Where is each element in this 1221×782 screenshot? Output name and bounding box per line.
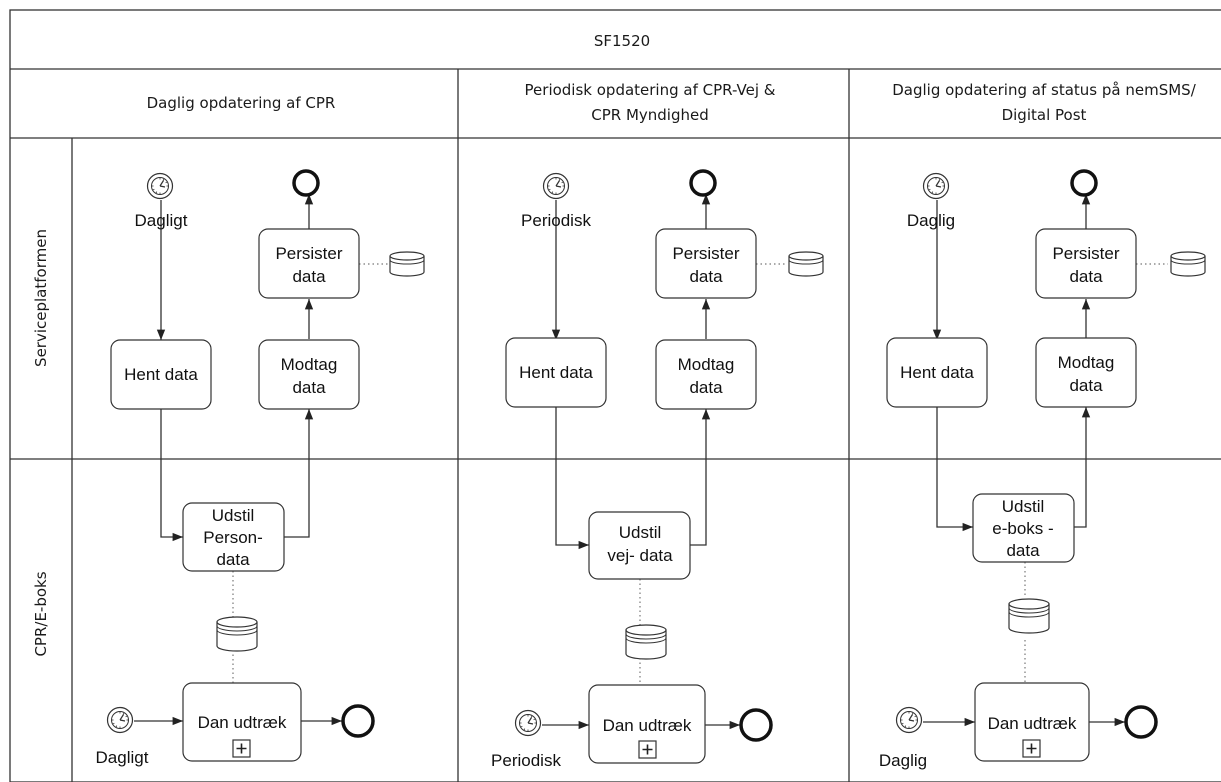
- task-udstil-vej-data: [588, 511, 691, 580]
- end-event-top-icon: [1070, 169, 1098, 197]
- task-udstil-eboks-data: [972, 493, 1075, 563]
- subprocess-label: Dan udtræk: [603, 716, 692, 735]
- subprocess-expand-icon: [1022, 739, 1041, 758]
- task-udstil-person-data: [182, 502, 285, 572]
- subprocess-dan-udtraek: [588, 684, 706, 764]
- task-modtag-line1: Modtag: [281, 355, 338, 374]
- subprocess-label: Dan udtræk: [988, 714, 1077, 733]
- datastore-small-icon: [1170, 251, 1206, 277]
- task-udstil-line2: Person-: [203, 528, 263, 547]
- task-udstil-line3: data: [216, 550, 250, 569]
- task-persister-line1: Persister: [672, 244, 739, 263]
- task-modtag-data: [655, 339, 757, 410]
- end-event-top-icon: [689, 169, 717, 197]
- subprocess-dan-udtraek: [182, 682, 302, 762]
- pool-title: SF1520: [594, 32, 650, 50]
- column-header-nemsms-line2: Digital Post: [1002, 106, 1087, 124]
- task-hent-data: [886, 337, 988, 408]
- column-cpr-vej: Periodisk Persister data Hent data Modta…: [491, 169, 824, 770]
- datastore-icon: [216, 616, 258, 652]
- datastore-icon: [1008, 598, 1050, 634]
- lane-label-cpr-eboks: CPR/E-boks: [32, 571, 50, 656]
- subprocess-expand-icon: [232, 739, 251, 758]
- end-event-bottom-icon: [739, 708, 773, 742]
- lane-label-serviceplatformen: Serviceplatformen: [32, 229, 50, 367]
- task-modtag-line2: data: [1069, 376, 1103, 395]
- task-modtag-data: [258, 339, 360, 410]
- task-hent-data: [110, 339, 212, 410]
- timer-start-top-icon: [146, 172, 174, 200]
- task-udstil-line1: Udstil: [1002, 497, 1045, 516]
- timer-top-label: Dagligt: [135, 211, 188, 230]
- timer-start-bottom-icon: [895, 706, 923, 734]
- task-hent-line1: Hent data: [519, 363, 593, 382]
- task-persister-data: [258, 228, 360, 299]
- timer-top-label: Periodisk: [521, 211, 591, 230]
- task-udstil-line1: Udstil: [212, 506, 255, 525]
- column-header-nemsms-line1: Daglig opdatering af status på nemSMS/: [892, 81, 1196, 99]
- datastore-small-icon: [788, 251, 824, 277]
- column-header-cpr: Daglig opdatering af CPR: [147, 94, 336, 112]
- timer-top-label: Daglig: [907, 211, 955, 230]
- datastore-icon: [625, 624, 667, 660]
- task-persister-line2: data: [689, 267, 723, 286]
- task-udstil-line2: e-boks -: [992, 519, 1053, 538]
- timer-start-bottom-icon: [106, 706, 134, 734]
- task-udstil-line3: data: [1006, 541, 1040, 560]
- pool-frame: [9, 9, 1221, 782]
- task-modtag-line1: Modtag: [1058, 353, 1115, 372]
- end-event-bottom-icon: [1124, 705, 1158, 739]
- task-modtag-line2: data: [689, 378, 723, 397]
- task-persister-line1: Persister: [1052, 244, 1119, 263]
- task-persister-data: [1035, 228, 1137, 299]
- timer-bottom-label: Periodisk: [491, 751, 561, 770]
- subprocess-label: Dan udtræk: [198, 713, 287, 732]
- timer-start-top-icon: [922, 172, 950, 200]
- task-persister-line1: Persister: [275, 244, 342, 263]
- timer-bottom-label: Daglig: [879, 751, 927, 770]
- timer-bottom-label: Dagligt: [96, 748, 149, 767]
- task-udstil-line2: vej- data: [607, 546, 673, 565]
- end-event-bottom-icon: [341, 704, 375, 738]
- column-header-cpr-vej-line2: CPR Myndighed: [591, 106, 709, 124]
- task-persister-line2: data: [1069, 267, 1103, 286]
- task-hent-data: [505, 337, 607, 408]
- subprocess-expand-icon: [638, 740, 657, 759]
- task-hent-line1: Hent data: [124, 365, 198, 384]
- datastore-small-icon: [389, 251, 425, 277]
- timer-start-bottom-icon: [514, 709, 542, 737]
- subprocess-dan-udtraek: [974, 682, 1090, 762]
- task-persister-line2: data: [292, 267, 326, 286]
- column-header-cpr-vej-line1: Periodisk opdatering af CPR-Vej &: [525, 81, 776, 99]
- task-modtag-line1: Modtag: [678, 355, 735, 374]
- column-nemsms: Daglig Persister data Hent data Modtag d…: [879, 169, 1206, 770]
- task-hent-line1: Hent data: [900, 363, 974, 382]
- task-modtag-line2: data: [292, 378, 326, 397]
- column-cpr: Dagligt Persister data Hent data Modtag …: [96, 169, 425, 767]
- end-event-top-icon: [292, 169, 320, 197]
- timer-start-top-icon: [542, 172, 570, 200]
- task-udstil-line1: Udstil: [619, 523, 662, 542]
- task-modtag-data: [1035, 337, 1137, 408]
- task-persister-data: [655, 228, 757, 299]
